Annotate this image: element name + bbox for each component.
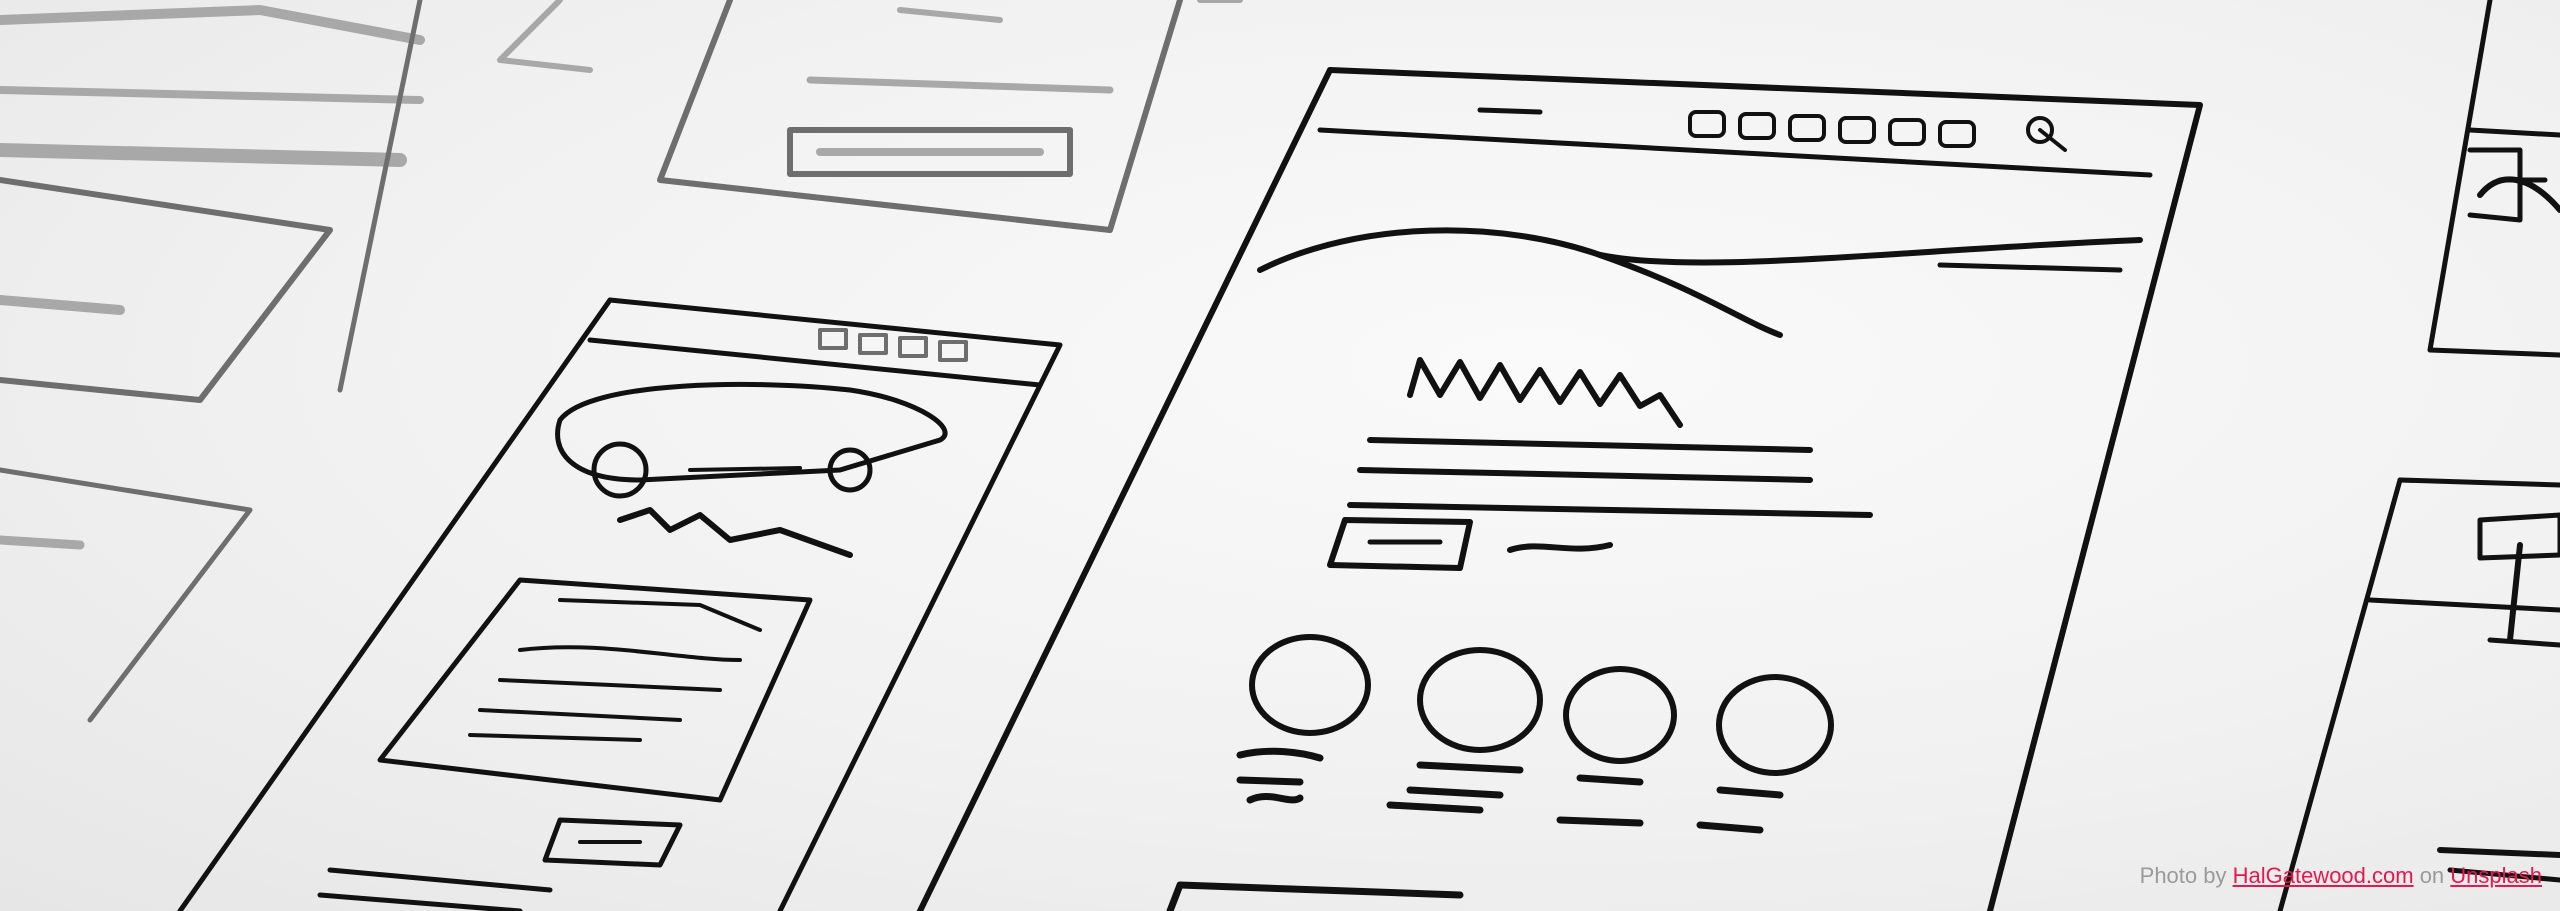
background-sketch-top-card (660, 0, 1240, 230)
credit-middle: on (2414, 863, 2451, 888)
phone-wireframe-right (2280, 0, 2560, 911)
photo-credit: Photo by HalGatewood.com on Unsplash (2140, 863, 2542, 889)
author-link[interactable]: HalGatewood.com (2233, 863, 2414, 888)
source-link[interactable]: Unsplash (2450, 863, 2542, 888)
background-sketch-left (0, 0, 590, 720)
phone-wireframe-left (180, 300, 1060, 911)
phone-wireframe-main (920, 70, 2200, 911)
credit-prefix: Photo by (2140, 863, 2233, 888)
